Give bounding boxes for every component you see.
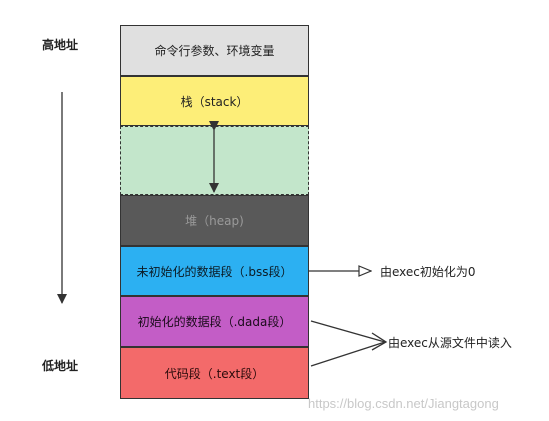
low-address-label: 低地址 <box>42 359 79 373</box>
segment-text: 代码段（.text段） <box>120 347 309 399</box>
text-annotation-arrow <box>310 341 386 367</box>
bss-annotation: 由exec初始化为0 <box>380 265 476 279</box>
segment-label: 栈（stack） <box>180 94 249 109</box>
segment-data: 初始化的数据段（.dada段） <box>120 296 309 347</box>
source-annotation: 由exec从源文件中读入 <box>388 336 512 350</box>
high-address-label: 高地址 <box>42 38 79 52</box>
segment-label: 命令行参数、环境变量 <box>154 44 275 58</box>
segment-label: 代码段（.text段） <box>164 366 265 381</box>
segment-label: 未初始化的数据段（.bss段） <box>136 264 293 279</box>
segment-heap: 堆（heap) <box>120 195 309 246</box>
segment-bss: 未初始化的数据段（.bss段） <box>120 246 309 296</box>
segment-label: 堆（heap) <box>185 214 244 228</box>
segment-args-env: 命令行参数、环境变量 <box>120 25 309 76</box>
source-arrowhead <box>371 332 388 351</box>
data-annotation-arrow <box>310 320 386 343</box>
segment-stack: 栈（stack） <box>120 76 309 126</box>
watermark: https://blog.csdn.net/Jiangtagong <box>308 396 499 411</box>
segment-label: 初始化的数据段（.dada段） <box>137 315 292 329</box>
